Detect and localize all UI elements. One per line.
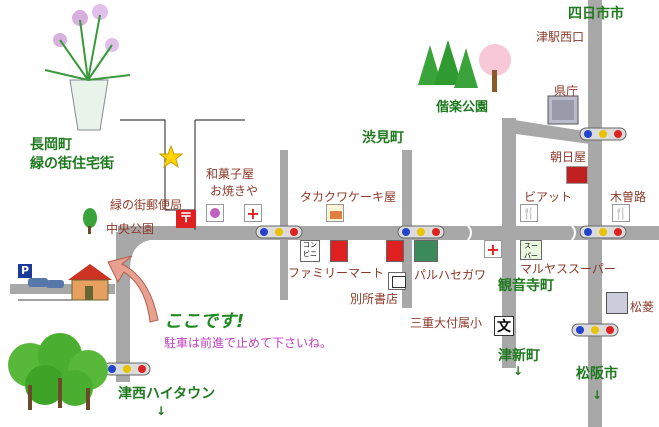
supermarket-building-icon [414,240,438,262]
national-road [588,0,602,427]
gas-station-icon-2 [386,240,404,262]
label-wagashi-2: お焼きや [210,184,259,198]
label-prefecture: 県庁 [554,84,579,98]
prefecture-building [547,95,579,125]
town-nagaoka-sub: 緑の街住宅街 [30,156,114,172]
residential-streets [120,119,245,230]
here-arrow [107,255,159,323]
convenience-store-icon: コンビニ [300,240,320,262]
town-matsusaka: 松阪市 [576,366,618,382]
west-road [10,284,115,294]
cake-icon [326,204,344,222]
label-asahiya: 朝日屋 [550,150,587,164]
flower-vase-illustration [44,4,131,131]
wagashi-icon [206,204,224,222]
arrow-down-tsunishi: ↓ [156,404,167,418]
parking-sign: P [18,264,32,278]
kaikoen-trees [418,40,511,92]
arrow-down-tsu-shinmachi: ↓ [513,364,524,378]
gas-station-icon [330,240,348,262]
family-road [280,150,288,300]
park-tree [83,208,97,234]
town-shibumi: 渋見町 [362,130,404,146]
traffic-light-5 [571,323,619,337]
label-marukaya: マルヤススーパー [520,262,616,276]
label-biatto: ビアット [524,190,573,204]
traffic-light-2 [397,225,445,239]
label-mie-school: 三重大付属小 [410,316,483,330]
restaurant-icon-2: 🍴 [612,204,630,222]
school-icon: 文 [494,316,514,336]
meat-shop-icon [566,166,588,184]
label-takakuwa: タカクワケーキ屋 [300,190,397,204]
tsunishi-trees [8,333,108,410]
label-wagashi-1: 和菓子屋 [206,167,255,181]
label-paruhasegawa: パルハセガワ [414,268,487,282]
kaikoen-road [502,118,590,144]
restaurant-icon: 🍴 [520,204,538,222]
star-marker [158,144,184,169]
house-icon [68,264,112,301]
main-road [118,226,659,240]
parking-note: 駐車は前進で止めて下さいね。 [164,336,333,350]
arrow-down-matsusaka: ↓ [592,388,603,402]
supermarket-icon: スーパー [520,240,542,260]
label-familymart: ファミリーマート [288,266,385,280]
here-callout: ここです! [164,311,245,332]
car-icon [28,278,48,287]
label-kaikoen: 偕楽公園 [436,100,489,115]
post-office-icon: 〒 [176,210,196,228]
traffic-light-1 [255,225,303,239]
hospital-icon: + [244,204,262,222]
label-post: 緑の街郵便局 [110,198,183,212]
label-central-park: 中央公園 [106,222,155,236]
label-kisoji: 木曽路 [610,190,647,204]
label-matsubishi: 松菱 [630,300,655,314]
bookstore-icon [388,272,406,290]
town-kannonji: 観音寺町 [498,278,554,294]
town-tsu-shinmachi: 津新町 [498,348,540,364]
town-tsunishi: 津西ハイタウン [118,386,216,402]
department-store-icon [606,292,628,314]
clinic-icon: + [484,240,502,258]
traffic-light-6 [103,362,151,376]
town-nagaoka: 長岡町 [30,137,72,153]
label-bessho: 別所書店 [350,292,399,306]
town-yokkaichi: 四日市市 [568,6,624,22]
label-tsueki-nishi: 津駅西口 [536,30,585,44]
shinmachi-road [502,118,516,368]
traffic-light-4 [579,127,627,141]
traffic-light-3 [579,225,627,239]
